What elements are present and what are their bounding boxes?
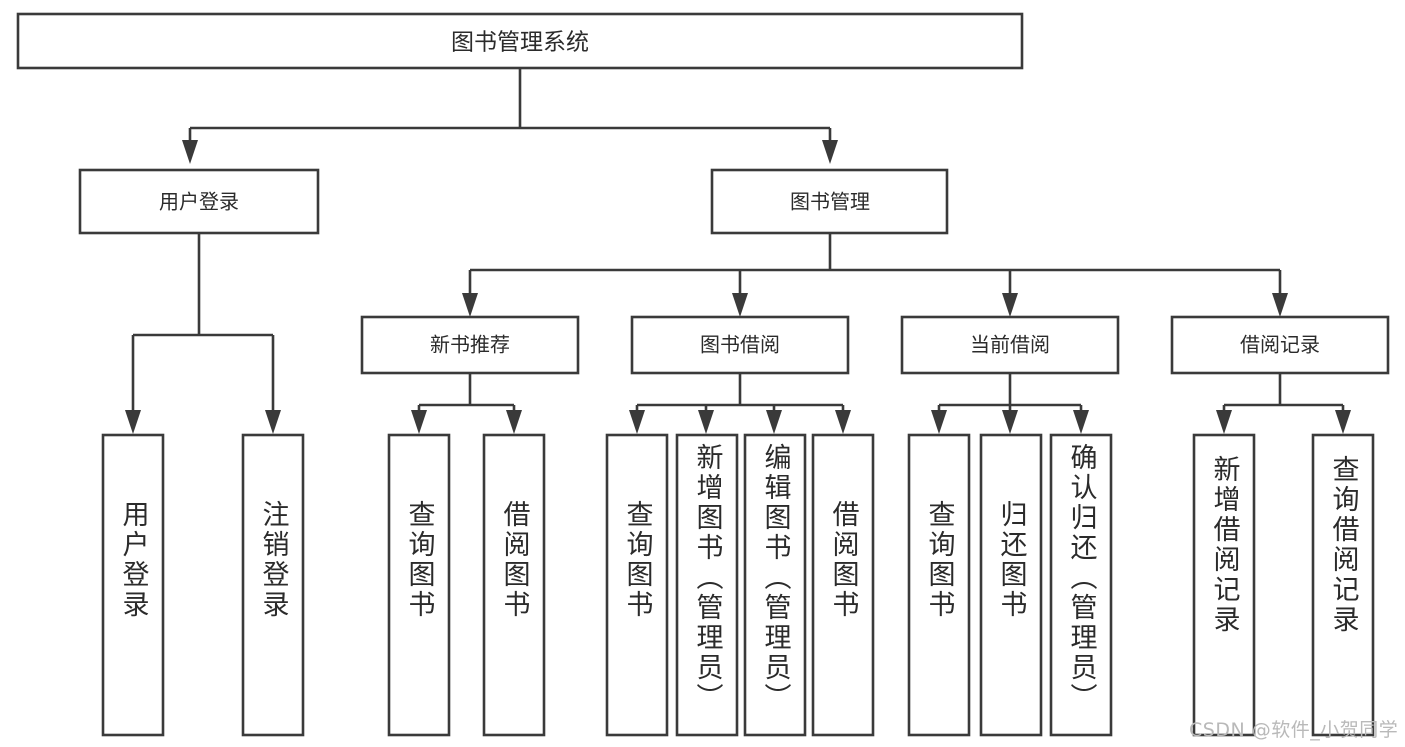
node-tier1-user-login[interactable]: 用户登录 bbox=[78, 168, 320, 235]
leaf-box-add-borrow-record[interactable] bbox=[1192, 433, 1256, 737]
node-tier1-book-management-label: 图书管理 bbox=[790, 190, 870, 214]
node-tier2-current-borrow-label: 当前借阅 bbox=[970, 333, 1050, 357]
connector-currentborrow-to-leaves bbox=[931, 373, 1089, 434]
leaf-box-query-book-1[interactable] bbox=[387, 433, 451, 737]
node-tier2-new-book-recommend[interactable]: 新书推荐 bbox=[360, 315, 580, 375]
node-tier2-borrow-record-label: 借阅记录 bbox=[1240, 333, 1320, 357]
connector-bookborrow-to-leaves bbox=[629, 373, 851, 434]
leaf-box-query-book-3[interactable] bbox=[907, 433, 971, 737]
leaf-box-borrow-book-2[interactable] bbox=[811, 433, 875, 737]
node-root-label: 图书管理系统 bbox=[451, 30, 589, 56]
node-tier2-new-book-recommend-label: 新书推荐 bbox=[430, 333, 510, 357]
leaf-box-confirm-return-admin[interactable] bbox=[1049, 433, 1113, 737]
leaf-box-logout[interactable] bbox=[241, 433, 305, 737]
node-tier1-user-login-label: 用户登录 bbox=[159, 190, 239, 214]
node-tier2-borrow-record[interactable]: 借阅记录 bbox=[1170, 315, 1390, 375]
connector-newbook-to-leaves bbox=[411, 373, 522, 434]
connector-root-to-tier1 bbox=[182, 68, 838, 164]
node-tier2-book-borrow-label: 图书借阅 bbox=[700, 333, 780, 357]
connector-bookmgmt-to-tier2 bbox=[462, 233, 1288, 317]
leaf-box-edit-book-admin[interactable] bbox=[743, 433, 807, 737]
leaf-box-query-borrow-record[interactable] bbox=[1311, 433, 1375, 737]
node-tier1-book-management[interactable]: 图书管理 bbox=[710, 168, 949, 235]
leaf-box-borrow-book-1[interactable] bbox=[482, 433, 546, 737]
connector-userlogin-to-leaves bbox=[125, 233, 281, 434]
connector-borrowrecord-to-leaves bbox=[1216, 373, 1351, 434]
node-tier2-current-borrow[interactable]: 当前借阅 bbox=[900, 315, 1120, 375]
leaf-box-query-book-2[interactable] bbox=[605, 433, 669, 737]
node-root-book-management-system[interactable]: 图书管理系统 bbox=[16, 12, 1024, 70]
node-tier2-book-borrow[interactable]: 图书借阅 bbox=[630, 315, 850, 375]
leaf-box-add-book-admin[interactable] bbox=[675, 433, 739, 737]
leaf-box-user-login[interactable] bbox=[101, 433, 165, 737]
leaf-box-return-book[interactable] bbox=[979, 433, 1043, 737]
watermark-text: CSDN @软件_小贺同学 bbox=[1189, 719, 1399, 741]
